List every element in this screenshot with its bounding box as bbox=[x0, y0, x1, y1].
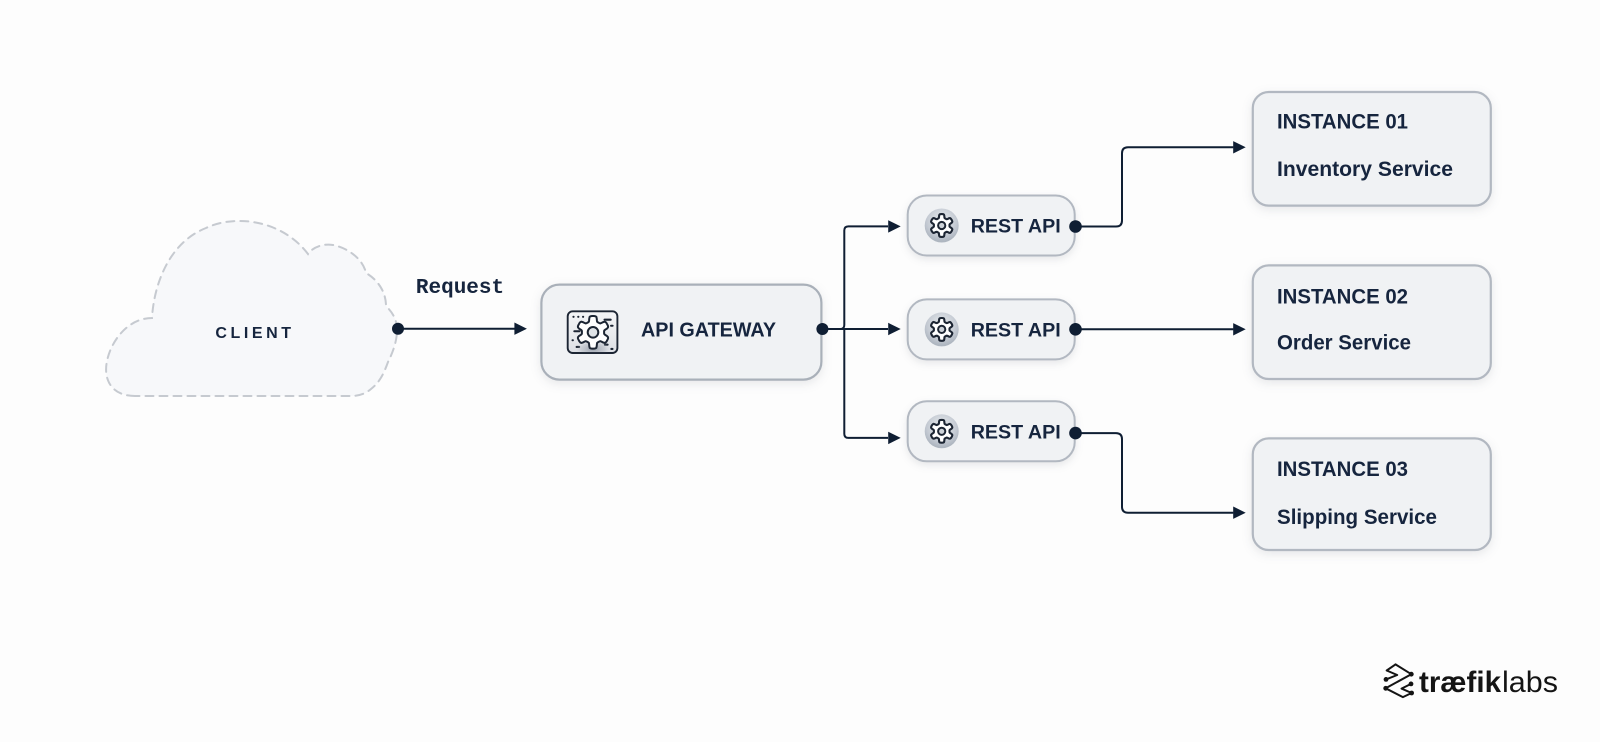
svg-text:INSTANCE 02: INSTANCE 02 bbox=[1277, 285, 1408, 308]
svg-text:træfik: træfik bbox=[1419, 666, 1501, 699]
svg-text:INSTANCE 03: INSTANCE 03 bbox=[1277, 458, 1408, 481]
svg-text:CLIENT: CLIENT bbox=[215, 325, 294, 342]
svg-text:labs: labs bbox=[1502, 666, 1558, 699]
svg-text:Order Service: Order Service bbox=[1277, 332, 1411, 355]
svg-text:INSTANCE 01: INSTANCE 01 bbox=[1277, 111, 1408, 134]
svg-text:Request: Request bbox=[416, 277, 504, 300]
svg-text:Slipping Service: Slipping Service bbox=[1277, 506, 1437, 529]
svg-text:API GATEWAY: API GATEWAY bbox=[641, 319, 776, 342]
svg-text:Inventory Service: Inventory Service bbox=[1277, 158, 1453, 181]
